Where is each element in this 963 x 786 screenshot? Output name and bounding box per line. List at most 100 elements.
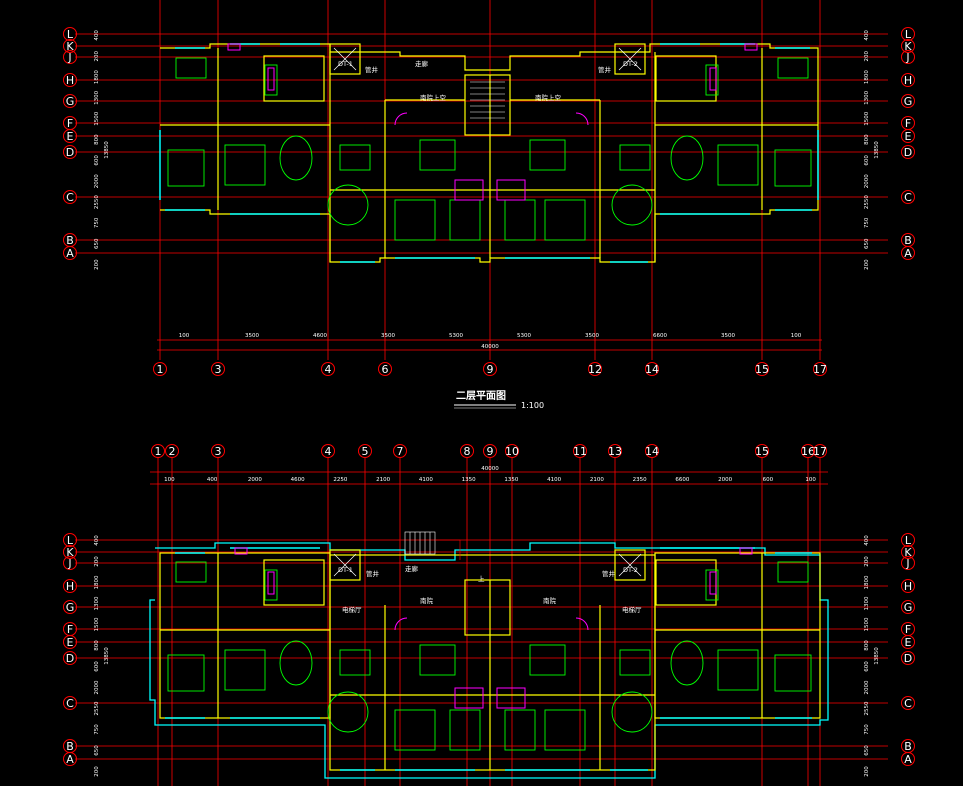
upper-doors	[227, 43, 758, 201]
upper-row-bubble-left-G	[63, 94, 77, 108]
upper-elevator-dt1-label: DT-1	[338, 60, 353, 68]
lower-row-bubble-left-J	[63, 556, 77, 570]
upper-dimension-7: 6600	[653, 333, 667, 339]
upper-vdim-left-7: 1500	[94, 111, 100, 125]
upper-row-axis-label-left-L: L	[67, 28, 74, 41]
lower-row-bubble-left-G	[63, 600, 77, 614]
lower-row-axis-label-right-E: E	[905, 636, 912, 649]
upper-dimension-6: 3500	[585, 333, 599, 339]
lower-column-axis-label-8: 8	[464, 445, 471, 458]
upper-row-axis-label-left-B: B	[66, 234, 74, 247]
lower-row-bubble-left-L	[63, 533, 77, 547]
lower-vdim-right-0: 200	[864, 766, 870, 777]
lower-row-axis-label-left-B: B	[66, 740, 74, 753]
lower-column-bubble-5	[358, 444, 372, 458]
lower-column-axis-label-5: 5	[362, 445, 369, 458]
upper-column-axis-label-17: 17	[813, 363, 827, 376]
lower-corridor-label: 走廊	[405, 564, 419, 573]
lower-vertical-dimension-texts: 2006507502550200060080015001300180020040…	[94, 535, 880, 777]
lower-dimension-2: 2000	[248, 477, 262, 483]
upper-row-bubble-right-C	[901, 190, 915, 204]
lower-row-bubble-right-L	[901, 533, 915, 547]
lower-row-axis-label-right-K: K	[904, 546, 912, 559]
lower-vdim-right-2: 750	[864, 724, 870, 735]
lower-vdim-left-11: 400	[94, 535, 100, 546]
lower-column-axis-label-2: 2	[169, 445, 176, 458]
lower-row-axis-label-right-F: F	[905, 623, 911, 636]
upper-column-axis-label-15: 15	[755, 363, 769, 376]
lower-vdim-left-4: 2000	[94, 680, 100, 694]
upper-column-axis-label-4: 4	[325, 363, 332, 376]
upper-vdim-left-8: 1300	[94, 90, 100, 104]
lower-dimension-3: 4600	[291, 477, 305, 483]
upper-row-axis-label-left-F: F	[67, 117, 73, 130]
upper-column-bubble-3	[211, 362, 225, 376]
upper-walls	[160, 43, 819, 263]
lower-row-bubble-left-D	[63, 651, 77, 665]
lower-row-bubble-right-G	[901, 600, 915, 614]
lower-walls	[159, 549, 821, 771]
upper-vdim-right-6: 800	[864, 134, 870, 145]
upper-vdim-right-3: 2550	[864, 195, 870, 209]
lower-row-bubble-left-K	[63, 545, 77, 559]
upper-dimension-9: 100	[791, 333, 802, 339]
upper-vdim-left-2: 750	[94, 217, 100, 228]
lower-dimension-9: 4100	[547, 477, 561, 483]
upper-row-axis-label-right-K: K	[904, 40, 912, 53]
upper-vdim-left-9: 1800	[94, 70, 100, 84]
lower-column-axis-label-13: 13	[608, 445, 622, 458]
upper-dimension-5: 5300	[517, 333, 531, 339]
lower-row-bubble-right-E	[901, 635, 915, 649]
upper-shaft-right-label: 管井	[598, 65, 612, 74]
upper-vdim-left-3: 2550	[94, 195, 100, 209]
lower-row-bubble-right-D	[901, 651, 915, 665]
upper-vdim-right-11: 400	[864, 30, 870, 41]
lower-row-bubble-right-K	[901, 545, 915, 559]
upper-column-bubble-17	[813, 362, 827, 376]
lower-vdim-right-10: 200	[864, 556, 870, 567]
lower-row-axis-label-right-H: H	[904, 580, 912, 593]
lower-shaft-right-label: 管井	[602, 569, 616, 578]
upper-dimension-4: 5300	[449, 333, 463, 339]
lower-elevators	[333, 553, 642, 577]
upper-dimension-1: 3500	[245, 333, 259, 339]
lower-vdim-right-1: 650	[864, 745, 870, 756]
upper-elevator-dt2-label: DT-2	[623, 60, 638, 68]
lower-dimension-12: 6600	[675, 477, 689, 483]
upper-total-dimension: 40000	[481, 344, 499, 350]
lower-outline	[149, 542, 829, 779]
lower-vdim-right-8: 1300	[864, 596, 870, 610]
lower-column-axis-label-1: 1	[155, 445, 162, 458]
lower-vdim-right-7: 1500	[864, 617, 870, 631]
upper-row-axis-label-left-D: D	[66, 146, 74, 159]
upper-row-bubble-left-E	[63, 129, 77, 143]
lower-column-bubble-10	[505, 444, 519, 458]
lower-garden-left-label: 南院	[420, 596, 434, 605]
lower-vdim-right-6: 800	[864, 640, 870, 651]
lower-row-bubble-right-A	[901, 752, 915, 766]
lower-row-axis-label-right-C: C	[904, 697, 912, 710]
lower-column-bubble-1	[151, 444, 165, 458]
upper-stair	[470, 81, 505, 119]
lower-vdim-left-10: 200	[94, 556, 100, 567]
upper-column-bubble-1	[153, 362, 167, 376]
upper-vdim-total-right: 13850	[874, 141, 880, 159]
lower-dimension-6: 4100	[419, 477, 433, 483]
upper-row-bubble-left-A	[63, 246, 77, 260]
lower-column-bubble-3	[211, 444, 225, 458]
lower-elevator-dt2-label: DT-2	[623, 566, 638, 574]
upper-vdim-total-left: 13850	[104, 141, 110, 159]
lower-dimension-10: 2100	[590, 477, 604, 483]
lower-elevator-dt1-label: DT-1	[338, 566, 353, 574]
lower-column-axis-label-7: 7	[397, 445, 404, 458]
upper-row-bubble-right-A	[901, 246, 915, 260]
lower-row-axis-label-left-H: H	[66, 580, 74, 593]
upper-vertical-dimension-texts: 2006507502550200060080015001300180020040…	[94, 30, 880, 270]
lower-row-axis-label-right-B: B	[904, 740, 912, 753]
upper-row-axis-label-right-F: F	[905, 117, 911, 130]
lower-row-axis-label-left-A: A	[66, 753, 74, 766]
